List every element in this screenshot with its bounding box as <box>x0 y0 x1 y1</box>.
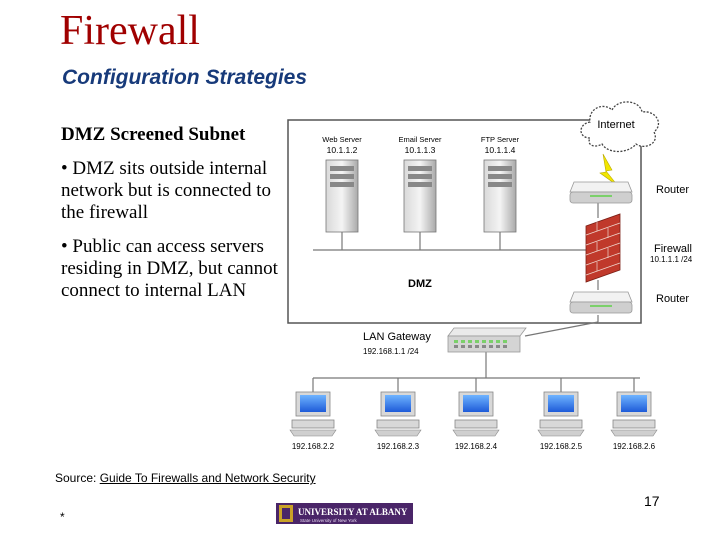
router-icon <box>569 301 633 314</box>
workstation: 192.168.2.3 <box>374 391 422 451</box>
logo-subtext: State University of New York <box>300 518 358 523</box>
firewall-label: Firewall <box>654 243 692 255</box>
router-bottom: Router <box>569 291 689 314</box>
server-name-label: Email Server <box>399 135 442 144</box>
dmz-label: DMZ <box>408 278 432 290</box>
section-heading: DMZ Screened Subnet <box>61 124 246 145</box>
bullet-item: • Public can access servers residing in … <box>61 236 278 301</box>
server-ip-label: 10.1.1.2 <box>327 145 358 155</box>
slide-subtitle: Configuration Strategies <box>62 66 308 89</box>
internet-label: Internet <box>597 119 634 131</box>
source-citation: Source: Guide To Firewalls and Network S… <box>55 471 316 485</box>
router-top: Router <box>569 181 689 204</box>
description-text: DMZ Screened Subnet • DMZ sits outside i… <box>61 124 283 314</box>
logo-text: UNIVERSITY AT ALBANY <box>298 507 408 517</box>
workstation-ip-label: 192.168.2.2 <box>292 442 335 451</box>
workstation-ip-label: 192.168.2.4 <box>455 442 498 451</box>
computer-icon <box>548 395 574 412</box>
firewall-ip-label: 10.1.1.1 /24 <box>650 255 693 264</box>
lan-gateway: LAN Gateway 192.168.1.1 /24 <box>363 327 527 356</box>
computer-icon <box>463 395 489 412</box>
router-label: Router <box>656 293 689 305</box>
computer-icon <box>300 395 326 412</box>
server-icon <box>403 159 437 233</box>
slide-title: Firewall <box>60 8 200 54</box>
server-email: Email Server 10.1.1.3 <box>399 135 442 233</box>
switch-icon <box>447 335 521 353</box>
server-web: Web Server 10.1.1.2 <box>322 135 362 233</box>
gateway-ip-label: 192.168.1.1 /24 <box>363 347 419 356</box>
server-icon <box>483 159 517 233</box>
server-icon <box>325 159 359 233</box>
workstation-ip-label: 192.168.2.6 <box>613 442 656 451</box>
source-prefix: Source: <box>55 471 100 485</box>
computer-icon <box>621 395 647 412</box>
internet-cloud-icon: Internet <box>580 101 659 153</box>
computer-icon <box>385 395 411 412</box>
server-name-label: FTP Server <box>481 135 520 144</box>
server-name-label: Web Server <box>322 135 362 144</box>
workstation: 192.168.2.6 <box>610 391 658 451</box>
server-ip-label: 10.1.1.4 <box>485 145 516 155</box>
gateway-label: LAN Gateway <box>363 331 431 343</box>
workstation-ip-label: 192.168.2.5 <box>540 442 583 451</box>
page-number: 17 <box>644 493 660 509</box>
source-link[interactable]: Guide To Firewalls and Network Security <box>99 471 316 485</box>
bullet-item: • DMZ sits outside internal network but … <box>61 158 272 223</box>
workstation: 192.168.2.5 <box>537 391 585 451</box>
router-icon <box>569 191 633 204</box>
university-logo: UNIVERSITY AT ALBANY State University of… <box>276 503 413 524</box>
server-ip-label: 10.1.1.3 <box>405 145 436 155</box>
firewall-icon: Firewall 10.1.1.1 /24 <box>585 213 693 283</box>
workstation: 192.168.2.2 <box>289 391 337 451</box>
dmz-boundary <box>287 119 642 324</box>
footer-mark: * <box>60 510 65 524</box>
network-diagram: Web Server 10.1.1.2 Email Server 10.1.1.… <box>287 101 693 451</box>
workstation-ip-label: 192.168.2.3 <box>377 442 420 451</box>
lightning-bolt-icon <box>599 153 619 187</box>
server-ftp: FTP Server 10.1.1.4 <box>481 135 520 233</box>
workstation: 192.168.2.4 <box>452 391 500 451</box>
router-label: Router <box>656 184 689 196</box>
